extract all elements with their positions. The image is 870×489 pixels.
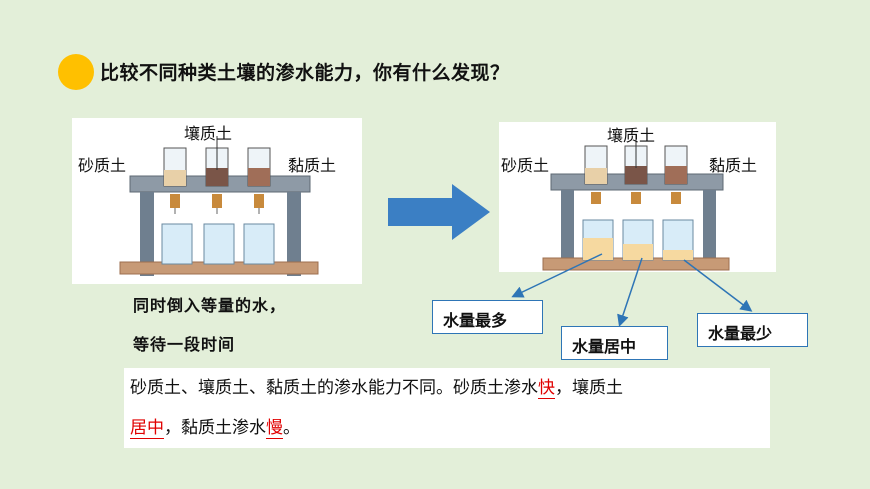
beaker-clay: [243, 223, 275, 265]
clay-tube: [247, 147, 271, 214]
sand-tube: [163, 147, 187, 214]
result-pointers: [511, 253, 753, 327]
sand-tube: [584, 145, 608, 204]
answer-fast: 快: [538, 378, 555, 399]
stand-right-leg: [287, 192, 301, 276]
conclusion-box: 砂质土、壤质土、黏质土的渗水能力不同。砂质土渗水快，壤质土居中，黏质土渗水慢。: [124, 368, 770, 448]
label-clay: 黏质土: [709, 156, 758, 175]
bullet-circle-icon: [58, 54, 94, 90]
loam-tube: [205, 136, 229, 214]
conclusion-text-4: 。: [283, 418, 300, 438]
apparatus-before-panel: 壤质土 砂质土 黏质土: [72, 118, 362, 284]
label-clay: 黏质土: [288, 156, 337, 175]
label-sand: 砂质土: [501, 156, 550, 175]
result-mid-box: 水量居中: [561, 326, 668, 360]
loam-tube: [624, 134, 648, 204]
pointer-most: [511, 253, 603, 298]
conclusion-text-1: 砂质土、壤质土、黏质土的渗水能力不同。砂质土渗水: [130, 378, 538, 398]
stand-left-leg: [561, 190, 574, 270]
stand-right-leg: [703, 190, 716, 270]
pointer-least: [683, 259, 753, 312]
pointer-mid: [617, 257, 643, 327]
apparatus-after-panel: 壤质土 砂质土 黏质土: [499, 122, 776, 272]
result-least-box: 水量最少: [697, 313, 808, 347]
clay-tube: [664, 145, 688, 204]
conclusion-text-3: ，黏质土渗水: [164, 418, 266, 438]
right-arrow-icon: [388, 184, 490, 240]
stand-left-leg: [140, 192, 154, 276]
result-most-box: 水量最多: [432, 300, 543, 334]
conclusion-text-2: ，壤质土: [555, 378, 623, 398]
answer-middle: 居中: [130, 418, 164, 439]
question-title: 比较不同种类土壤的渗水能力，你有什么发现？: [100, 62, 510, 84]
beaker-sand: [161, 223, 193, 265]
beaker-loam-water: [623, 244, 653, 260]
beaker-clay-water: [663, 250, 693, 260]
instruction-line-2: 等待一段时间: [133, 335, 236, 354]
beaker-loam: [203, 223, 235, 265]
answer-slow: 慢: [266, 418, 283, 439]
apparatus-after-illustration: [542, 134, 730, 271]
beaker-sand-water: [583, 238, 613, 260]
label-loam: 壤质土: [184, 124, 233, 143]
label-sand: 砂质土: [78, 156, 127, 175]
label-loam: 壤质土: [607, 126, 656, 145]
instruction-line-1: 同时倒入等量的水，: [133, 296, 287, 315]
apparatus-before-illustration: [119, 136, 319, 276]
